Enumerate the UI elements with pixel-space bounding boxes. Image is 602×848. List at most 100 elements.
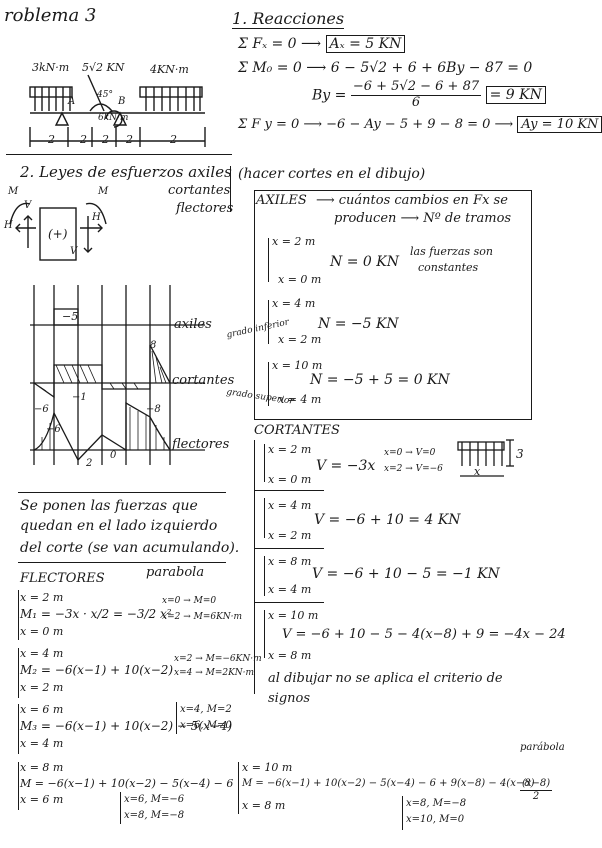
beam-point-load-label: 5√2 KN — [82, 61, 125, 74]
cort-s4-eq: V = −6 + 10 − 5 − 4(x−8) + 9 = −4x − 24 — [282, 627, 566, 642]
flec-2-eq: M₂ = −6(x−1) + 10(x−2) — [20, 663, 174, 677]
cort-s3-eq: V = −6 + 10 − 5 = −1 KN — [312, 566, 500, 582]
eq-sum-fy: Σ F y = 0 ⟶ −6 − Ay − 5 + 9 − 8 = 0 ⟶ Ay… — [238, 116, 602, 133]
beam-load-left-label: 3kN·m — [32, 61, 70, 74]
note-top-rule — [18, 492, 226, 493]
flec-3-xtop: x = 6 m — [20, 703, 64, 716]
leyes-note: (hacer cortes en el dibujo) — [238, 166, 426, 182]
leyes-flectores: flectores — [176, 201, 234, 216]
flec-3-b1: x=4, M=2 — [180, 704, 232, 715]
cort-note-2: signos — [268, 691, 311, 706]
axil-s3-xbot: x = 4 m — [278, 393, 322, 406]
leyes-cortantes: cortantes — [168, 183, 231, 198]
flec-3-eq: M₃ = −6(x−1) + 10(x−2) − 5(x−4) — [20, 719, 233, 733]
flec-2-xtop: x = 4 m — [20, 647, 64, 660]
sign-m-right: M — [98, 186, 109, 197]
beam-load-right-label: 4KN·m — [150, 63, 189, 76]
axil-s3-bar — [268, 362, 269, 406]
flec-5-frac: (x−8)2 — [520, 778, 553, 802]
cortantes-bar — [254, 440, 255, 694]
span-3: 2 — [102, 133, 109, 146]
flec-3-bar — [18, 704, 19, 754]
flec-4-xtop: x = 8 m — [20, 761, 64, 774]
axiles-title: AXILES — [256, 193, 307, 208]
divider — [6, 154, 232, 155]
note-line-3: del corte (se van acumulando). — [20, 540, 240, 556]
cortante-neg6: −6 — [34, 404, 49, 415]
axil-s1-note-1: las fuerzas son — [410, 245, 493, 258]
cort-s1-b2: x=2 → V=−6 — [384, 464, 443, 474]
cort-s2-xtop: x = 4 m — [268, 499, 312, 512]
axil-s2-xbot: x = 2 m — [278, 333, 322, 346]
cort-s1-xtop: x = 2 m — [268, 443, 312, 456]
flec-4-eq: M = −6(x−1) + 10(x−2) − 5(x−4) − 6 — [20, 777, 234, 790]
flec-5-xbot: x = 8 m — [242, 799, 286, 812]
sign-v-right: V — [70, 246, 78, 257]
support-a-label: A — [68, 96, 76, 107]
span-2: 2 — [80, 133, 87, 146]
cort-s2-eq: V = −6 + 10 = 4 KN — [314, 512, 461, 528]
flec-5-bracket — [402, 796, 403, 830]
cort-sep-3 — [254, 602, 324, 603]
section-leyes-title: 2. Leyes de esfuerzos axiles — [20, 163, 232, 181]
span-4: 2 — [126, 133, 133, 146]
ay-result: Ay = 10 KN — [517, 116, 602, 133]
sign-convention-sketch — [9, 202, 107, 261]
flec-3-bracket — [176, 702, 177, 734]
flec-4-b2: x=8, M=−8 — [124, 810, 185, 821]
flec-3-xbot: x = 4 m — [20, 737, 64, 750]
cort-load-x: x — [474, 465, 481, 478]
flec-1-b2: x=2 → M=6KN·m — [162, 612, 243, 622]
flec-5-xtop: x = 10 m — [242, 761, 293, 774]
cortante-peak: 8 — [150, 340, 157, 351]
note-line-2: quedan en el lado izquierdo — [20, 518, 218, 534]
span-5: 2 — [170, 133, 177, 146]
flec-4-bar — [18, 762, 19, 810]
flec-5-b2: x=10, M=0 — [406, 814, 465, 825]
axil-s3-xtop: x = 10 m — [272, 359, 323, 372]
axil-s2-bar — [268, 300, 269, 344]
axil-s1-bar — [268, 238, 269, 282]
axil-s1-xtop: x = 2 m — [272, 235, 316, 248]
flec-4-xbot: x = 6 m — [20, 793, 64, 806]
flector-0: 0 — [110, 450, 117, 461]
flec-2-b1: x=2 → M=−6KN·m — [174, 654, 262, 664]
flec-2-bar — [18, 648, 19, 698]
cort-s3-xtop: x = 8 m — [268, 555, 312, 568]
flec-2-b2: x=4 → M=2KN·m — [174, 668, 255, 678]
axil-s1-xbot: x = 0 m — [278, 273, 322, 286]
beam-angle-label: 45° — [97, 90, 113, 100]
flec-5-bar — [238, 762, 239, 814]
bracket — [230, 166, 231, 212]
effort-diagrams — [30, 285, 205, 465]
flector-2: 2 — [86, 458, 93, 469]
eq-sum-fx: Σ Fₓ = 0 ⟶ Aₓ = 5 KN — [238, 35, 406, 53]
support-b-label: B — [118, 96, 126, 107]
sign-plus: (+) — [48, 227, 68, 241]
flec-1-xbot: x = 0 m — [20, 625, 64, 638]
axil-s2-eq: N = −5 KN — [318, 316, 399, 332]
flec-2-xbot: x = 2 m — [20, 681, 64, 694]
axil-s1-note-2: constantes — [418, 261, 479, 274]
axil-s1-eq: N = 0 KN — [330, 254, 399, 270]
cortantes-title: CORTANTES — [254, 423, 340, 438]
cort-s1-eq: V = −3x — [316, 458, 376, 474]
cort-note-1: al dibujar no se aplica el criterio de — [268, 671, 503, 686]
flec-4-b1: x=6, M=−6 — [124, 794, 185, 805]
flectores-parabola-note: parabola — [146, 565, 205, 580]
flec-1-xtop: x = 2 m — [20, 591, 64, 604]
note-bottom-rule — [18, 562, 226, 563]
span-1: 2 — [48, 133, 55, 146]
ax-result: Aₓ = 5 KN — [325, 35, 406, 53]
eq-sum-mo: Σ M₀ = 0 ⟶ 6 − 5√2 + 6 + 6By − 87 = 0 — [238, 60, 533, 76]
cort-s1-bar — [264, 444, 265, 482]
cort-load-value: 3 — [516, 447, 524, 461]
cort-s4-xtop: x = 10 m — [268, 609, 319, 622]
notebook-page: roblema 3 1. Reacciones Σ Fₓ = 0 ⟶ Aₓ = … — [4, 5, 602, 830]
diagram-label-axiles: axiles — [174, 317, 212, 332]
beam-moment-label: 6kN·m — [98, 113, 129, 123]
cort-s4-bar — [264, 610, 265, 658]
cort-s2-xbot: x = 2 m — [268, 529, 312, 542]
flec-1-b1: x=0 → M=0 — [162, 596, 217, 606]
axiles-box — [254, 190, 532, 420]
